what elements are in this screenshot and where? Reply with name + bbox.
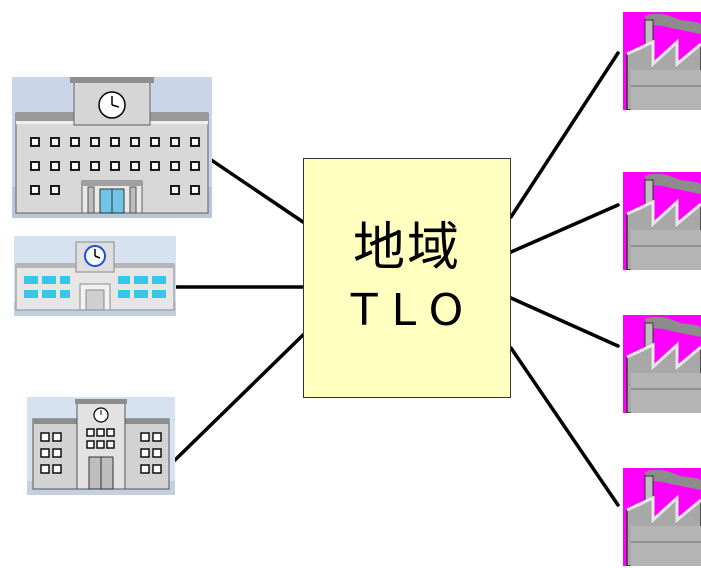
hub-label-line2: TLO xyxy=(350,285,478,336)
connector-company-4 xyxy=(509,346,620,507)
factory-icon xyxy=(623,468,701,566)
university-building-wide-icon xyxy=(14,236,176,316)
hub-label-line1: 地域 xyxy=(352,218,461,278)
factory-icon xyxy=(623,172,701,270)
university-building-small-icon xyxy=(27,397,175,495)
university-building-large-icon xyxy=(12,77,212,218)
connector-company-2 xyxy=(509,203,620,254)
connector-company-1 xyxy=(509,51,620,219)
connector-company-3 xyxy=(509,296,620,348)
factory-icon xyxy=(623,12,701,110)
factory-icon xyxy=(623,315,701,413)
connector-univ-3 xyxy=(173,333,305,462)
regional-tlo-box: 地域 TLO xyxy=(303,158,511,398)
